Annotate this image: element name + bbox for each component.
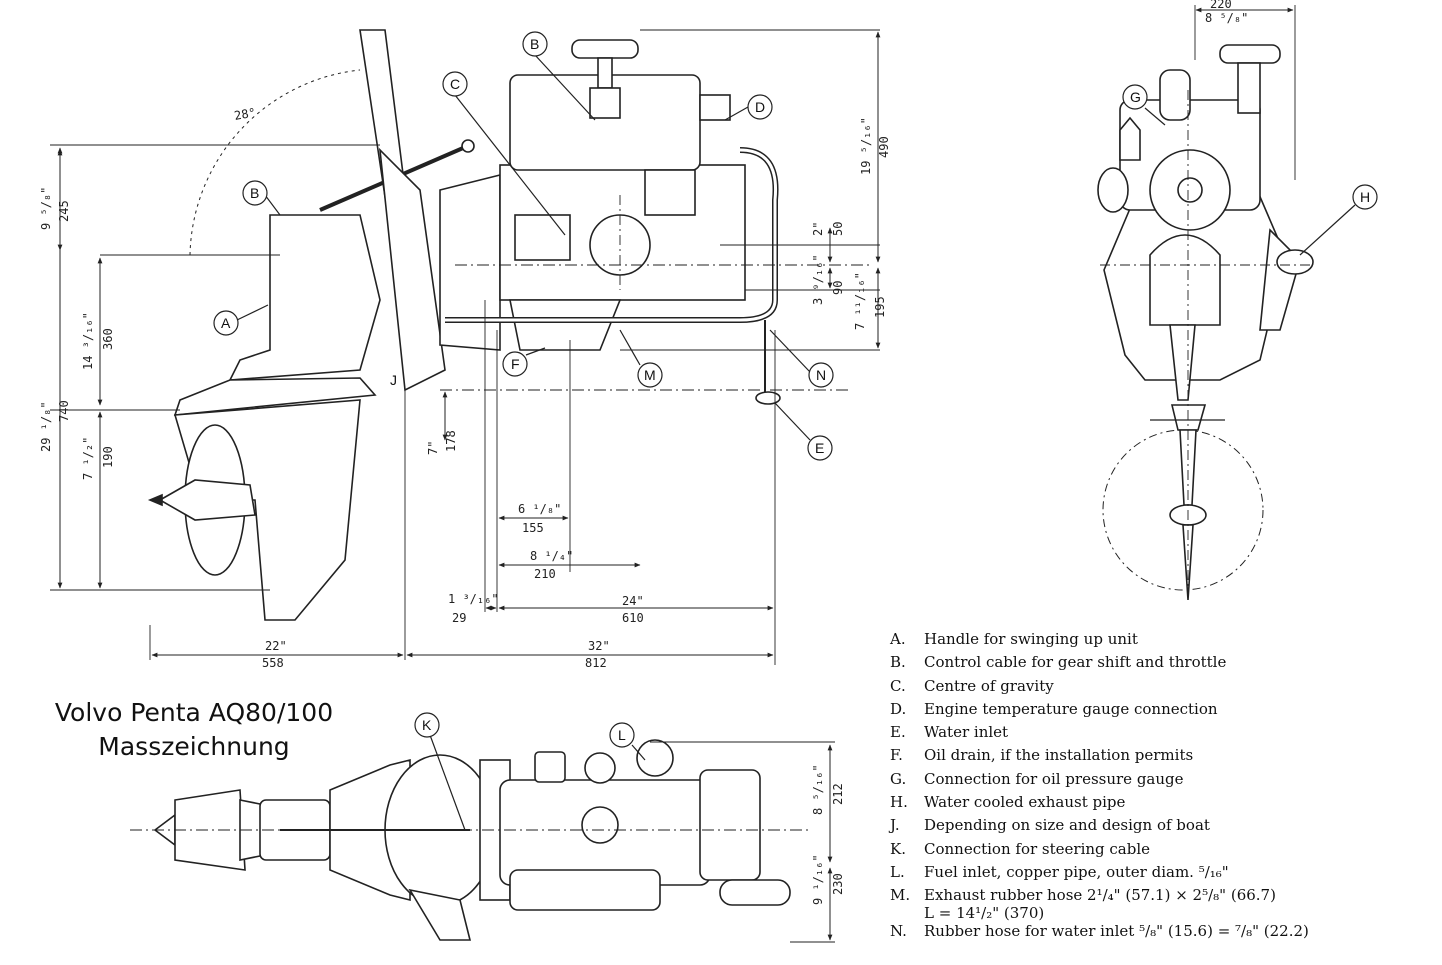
svg-text:7": 7" bbox=[426, 441, 440, 455]
drawing-title: Volvo Penta AQ80/100 Masszeichnung bbox=[14, 696, 374, 764]
svg-text:D: D bbox=[755, 99, 765, 115]
svg-text:8 ¹/₄": 8 ¹/₄" bbox=[530, 549, 573, 563]
front-view bbox=[1097, 44, 1314, 601]
svg-text:3 ⁹/₁₆": 3 ⁹/₁₆" bbox=[811, 254, 825, 305]
svg-text:N: N bbox=[816, 367, 826, 383]
svg-text:9 ¹/₁₆": 9 ¹/₁₆" bbox=[811, 854, 825, 905]
svg-text:6 ¹/₈": 6 ¹/₈" bbox=[518, 502, 561, 516]
legend-item-h: H.Water cooled exhaust pipe bbox=[890, 793, 1126, 812]
svg-text:J: J bbox=[390, 372, 397, 388]
svg-text:L: L bbox=[618, 727, 626, 743]
svg-text:7 ¹/₂": 7 ¹/₂" bbox=[81, 437, 95, 480]
svg-text:220: 220 bbox=[1210, 0, 1232, 11]
side-view-centerlines bbox=[50, 29, 880, 665]
svg-text:8 ⁵/₈": 8 ⁵/₈" bbox=[1205, 11, 1248, 25]
svg-text:195: 195 bbox=[873, 296, 887, 318]
side-callouts bbox=[213, 31, 834, 461]
svg-text:29 ¹/₈": 29 ¹/₈" bbox=[39, 401, 53, 452]
svg-text:B: B bbox=[250, 185, 259, 201]
legend-item-m-sub: L = 14¹/₂" (370) bbox=[924, 903, 1045, 922]
legend-item-n: N.Rubber hose for water inlet ⁵/₈" (15.6… bbox=[890, 921, 1309, 940]
svg-text:M: M bbox=[644, 367, 656, 383]
svg-text:A: A bbox=[221, 315, 231, 331]
svg-text:9 ⁵/₈": 9 ⁵/₈" bbox=[39, 187, 53, 230]
legend-item-g: G.Connection for oil pressure gauge bbox=[890, 769, 1184, 788]
legend-item-f: F.Oil drain, if the installation permits bbox=[890, 746, 1194, 765]
svg-text:C: C bbox=[450, 76, 460, 92]
svg-text:812: 812 bbox=[585, 656, 607, 670]
legend: A.Handle for swinging up unit B.Control … bbox=[890, 630, 1430, 945]
svg-text:G: G bbox=[1130, 89, 1141, 105]
svg-text:155: 155 bbox=[522, 521, 544, 535]
title-line-1: Volvo Penta AQ80/100 bbox=[54, 698, 334, 727]
svg-text:50: 50 bbox=[831, 222, 845, 236]
legend-item-m: M.Exhaust rubber hose 2¹/₄" (57.1) × 2⁵/… bbox=[890, 886, 1276, 905]
svg-text:K: K bbox=[422, 717, 432, 733]
front-view-lines bbox=[1100, 5, 1310, 600]
svg-text:178: 178 bbox=[444, 430, 458, 452]
svg-text:490: 490 bbox=[877, 136, 891, 158]
svg-text:212: 212 bbox=[831, 783, 845, 805]
top-view-lines bbox=[130, 741, 835, 943]
top-callout-letters: K L bbox=[422, 717, 626, 743]
svg-text:E: E bbox=[815, 440, 824, 456]
top-callouts bbox=[414, 712, 646, 831]
svg-text:19 ⁵/₁₆": 19 ⁵/₁₆" bbox=[859, 117, 873, 175]
svg-text:360: 360 bbox=[101, 328, 115, 350]
legend-item-e: E.Water inlet bbox=[890, 723, 1009, 742]
legend-item-b: B.Control cable for gear shift and throt… bbox=[890, 653, 1227, 672]
side-callout-letters: B C D B A F M N E J bbox=[221, 36, 826, 456]
svg-text:7 ¹¹/₁₆": 7 ¹¹/₁₆" bbox=[853, 272, 867, 330]
svg-text:230: 230 bbox=[831, 873, 845, 895]
legend-item-l: L.Fuel inlet, copper pipe, outer diam. ⁵… bbox=[890, 862, 1229, 881]
legend-item-c: C.Centre of gravity bbox=[890, 676, 1054, 695]
svg-text:210: 210 bbox=[534, 567, 556, 581]
svg-text:1 ³/₁₆": 1 ³/₁₆" bbox=[448, 592, 499, 606]
svg-text:32": 32" bbox=[588, 639, 610, 653]
svg-text:245: 245 bbox=[57, 200, 71, 222]
top-view bbox=[153, 739, 791, 941]
svg-text:2": 2" bbox=[811, 222, 825, 236]
svg-text:24": 24" bbox=[622, 594, 644, 608]
legend-item-d: D.Engine temperature gauge connection bbox=[890, 699, 1218, 718]
front-callouts bbox=[1122, 84, 1378, 256]
legend-item-k: K.Connection for steering cable bbox=[890, 839, 1151, 858]
svg-text:14 ³/₁₆": 14 ³/₁₆" bbox=[81, 312, 95, 370]
side-view bbox=[147, 29, 781, 621]
svg-text:B: B bbox=[530, 36, 539, 52]
svg-text:8 ⁵/₁₆": 8 ⁵/₁₆" bbox=[811, 764, 825, 815]
svg-text:558: 558 bbox=[262, 656, 284, 670]
svg-text:28°: 28° bbox=[233, 105, 257, 123]
svg-text:22": 22" bbox=[265, 639, 287, 653]
dimension-labels: 28° 220 8 ⁵/₈" 9 ⁵/₈" 245 14 ³/₁₆" 360 2… bbox=[39, 0, 1248, 905]
svg-text:90: 90 bbox=[831, 281, 845, 295]
svg-text:F: F bbox=[511, 356, 520, 372]
legend-item-a: A.Handle for swinging up unit bbox=[890, 630, 1138, 648]
svg-text:740: 740 bbox=[57, 400, 71, 422]
svg-text:610: 610 bbox=[622, 611, 644, 625]
svg-text:190: 190 bbox=[101, 446, 115, 468]
svg-text:H: H bbox=[1360, 189, 1370, 205]
legend-item-j: J.Depending on size and design of boat bbox=[890, 816, 1210, 835]
title-line-2: Masszeichnung bbox=[98, 732, 290, 761]
front-callout-letters: G H bbox=[1130, 89, 1370, 205]
svg-text:29: 29 bbox=[452, 611, 466, 625]
dimension-lines bbox=[57, 7, 1294, 941]
